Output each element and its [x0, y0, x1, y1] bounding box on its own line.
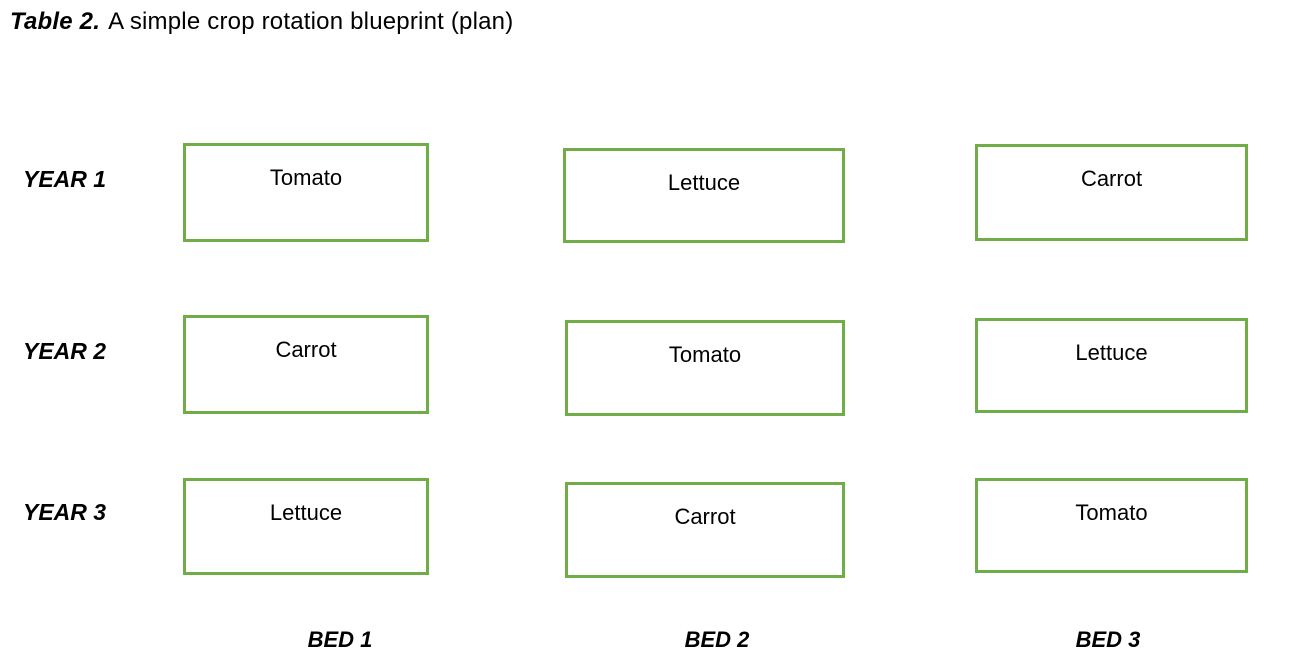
crop-label: Tomato	[269, 165, 343, 190]
crop-label: Carrot	[1080, 166, 1143, 191]
row-label-year-1: YEAR 1	[23, 166, 107, 192]
crop-box-year2-bed3: Lettuce	[975, 318, 1248, 413]
crop-box-year3-bed3: Tomato	[975, 478, 1248, 573]
caption-text: A simple crop rotation blueprint (plan)	[108, 8, 514, 35]
caption-number: Table 2.	[10, 8, 101, 35]
row-label-year-3: YEAR 3	[23, 499, 107, 525]
crop-label: Carrot	[275, 337, 337, 362]
crop-box-year1-bed2: Lettuce	[563, 148, 845, 243]
column-label-bed-1: BED 1	[307, 627, 373, 652]
crop-box-year1-bed3: Carrot	[975, 144, 1248, 241]
crop-label: Lettuce	[269, 500, 343, 525]
crop-box-year2-bed2: Tomato	[565, 320, 845, 416]
column-label-bed-2: BED 2	[684, 627, 750, 652]
table-caption: Table 2. A simple crop rotation blueprint…	[10, 8, 513, 36]
crop-label: Carrot	[674, 504, 736, 529]
crop-label: Tomato	[668, 342, 742, 367]
crop-box-year2-bed1: Carrot	[183, 315, 429, 414]
crop-label: Tomato	[1075, 500, 1148, 525]
crop-box-year3-bed1: Lettuce	[183, 478, 429, 575]
crop-box-year3-bed2: Carrot	[565, 482, 845, 578]
crop-label: Lettuce	[1075, 340, 1148, 365]
column-label-bed-3: BED 3	[1075, 627, 1141, 652]
row-label-year-2: YEAR 2	[23, 338, 107, 364]
crop-box-year1-bed1: Tomato	[183, 143, 429, 242]
crop-label: Lettuce	[667, 170, 741, 195]
